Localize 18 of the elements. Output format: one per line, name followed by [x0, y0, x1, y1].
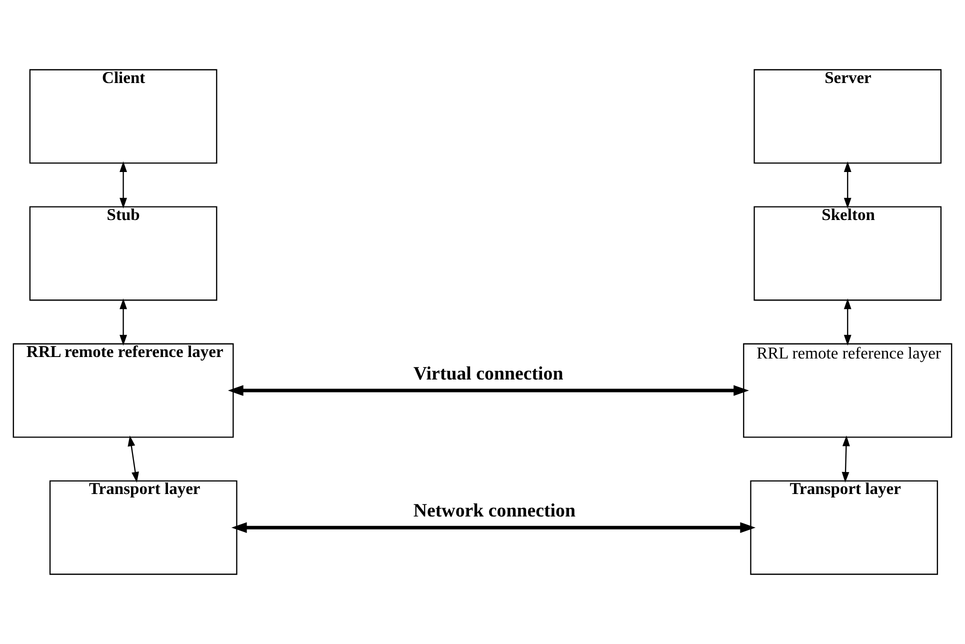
arrow	[128, 436, 139, 483]
arrow	[120, 161, 128, 208]
node-box: RRL remote reference layer	[743, 343, 952, 438]
node-box: Client	[29, 69, 218, 164]
node-box: Stub	[29, 206, 218, 301]
arrow	[842, 436, 850, 483]
edge-label: Network connection	[413, 500, 576, 522]
node-box: Server	[754, 69, 942, 164]
edge-label: Virtual connection	[413, 364, 564, 385]
arrow	[120, 298, 128, 346]
node-box: Skelton	[754, 206, 942, 301]
arrow	[231, 522, 756, 533]
arrow	[844, 298, 852, 346]
arrow	[228, 385, 749, 396]
node-box: Transport layer	[49, 480, 238, 575]
node-box: Transport layer	[750, 480, 938, 575]
arrow	[844, 161, 852, 208]
node-box: RRL remote reference layer	[12, 343, 234, 438]
